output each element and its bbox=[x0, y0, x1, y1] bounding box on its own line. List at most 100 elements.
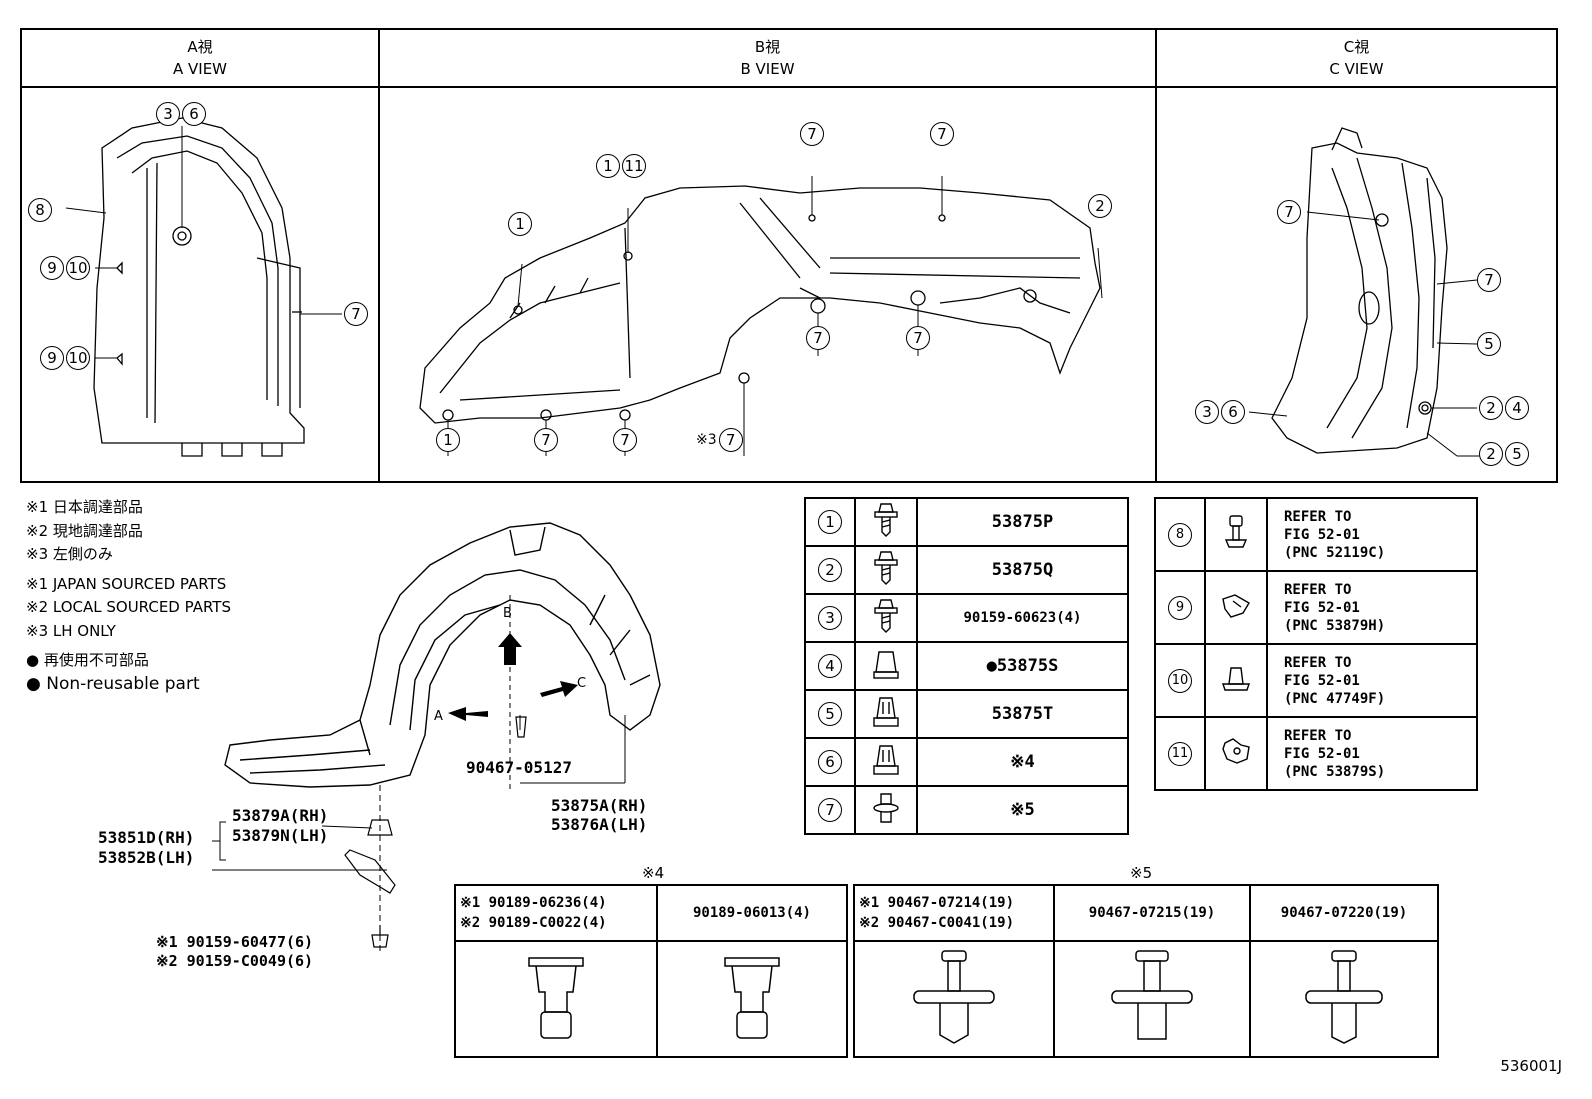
b-view-drawing bbox=[419, 176, 1103, 456]
callout-circle: 10 bbox=[66, 256, 90, 280]
b-view-callout-7-bottom-1: 7 bbox=[534, 428, 558, 452]
nut-rh-part-number: 53879A(RH) bbox=[232, 806, 329, 825]
note-jp-3: ※3 左側のみ bbox=[26, 545, 113, 563]
c-view-header: C視 C VIEW bbox=[1157, 30, 1556, 88]
parts-no-cell: 6 bbox=[804, 737, 856, 787]
parts-no-cell: 8 bbox=[1154, 497, 1206, 572]
liner-rh-part-number: 53875A(RH) bbox=[551, 796, 648, 815]
callout-circle: 3 bbox=[1195, 400, 1219, 424]
c-view-callout-7-upper: 7 bbox=[1277, 200, 1301, 224]
fender-liner-drawing bbox=[224, 522, 661, 955]
notes-legend: ※1 日本調達部品 ※2 現地調達部品 ※3 左側のみ ※1 JAPAN SOU… bbox=[26, 496, 231, 696]
callout-circle: 11 bbox=[1168, 741, 1192, 766]
parts-row: 1 53875P bbox=[804, 497, 1129, 547]
b-view-callout-7-mid-left: 7 bbox=[806, 326, 830, 350]
reference-line-3: (PNC 53879S) bbox=[1284, 763, 1386, 780]
note-en-3: ※3 LH ONLY bbox=[26, 621, 116, 640]
screw-jp-part-number: ※1 90159-60477(6) bbox=[156, 933, 314, 951]
callout-circle: 7 bbox=[718, 428, 743, 452]
parts-icon-cell bbox=[1204, 716, 1268, 791]
note4-col1-header: ※1 90189-06236(4) ※2 90189-C0022(4) bbox=[454, 884, 658, 942]
grommet-icon bbox=[1224, 514, 1248, 548]
parts-no-cell: 9 bbox=[1154, 570, 1206, 645]
reference-line-3: (PNC 53879H) bbox=[1284, 617, 1386, 634]
callout-circle: 6 bbox=[818, 750, 842, 774]
a-view-callout-8: 8 bbox=[28, 198, 52, 222]
callout-circle: 7 bbox=[806, 326, 830, 350]
bracket-rh-part-number: 53851D(RH) bbox=[98, 828, 195, 847]
callout-circle: 9 bbox=[40, 346, 64, 370]
c-view-title-jp: C視 bbox=[1343, 38, 1370, 56]
a-view-title-en: A VIEW bbox=[172, 60, 228, 78]
c-view-title-en: C VIEW bbox=[1329, 60, 1384, 78]
parts-no-cell: 11 bbox=[1154, 716, 1206, 791]
arrow-label-b: B bbox=[503, 606, 512, 621]
c-view-drawing bbox=[1248, 127, 1479, 457]
callout-circle: 6 bbox=[1221, 400, 1245, 424]
callout-circle: 7 bbox=[930, 122, 954, 146]
nut-icon bbox=[873, 651, 899, 679]
note5-col3-header: 90467-07220(19) bbox=[1249, 884, 1439, 942]
parts-row: 5 53875T bbox=[804, 689, 1129, 739]
parts-icon-cell bbox=[854, 545, 918, 595]
callout-circle: 4 bbox=[1505, 396, 1529, 420]
screw-icon bbox=[874, 599, 898, 633]
note-jp-1: ※1 日本調達部品 bbox=[26, 498, 143, 516]
arrow-label-a: A bbox=[434, 709, 443, 724]
a-view-drawing bbox=[65, 117, 342, 457]
note5-col1-line1: ※1 90467-07214(19) bbox=[859, 895, 1015, 911]
parts-number-cell: 90159-60623(4) bbox=[916, 593, 1129, 643]
callout-circle: 1 bbox=[596, 154, 620, 178]
b-view-callout-1-lower: 1 bbox=[436, 428, 460, 452]
reference-line-2: FIG 52-01 bbox=[1284, 745, 1360, 762]
clip-part-number: 90467-05127 bbox=[466, 758, 572, 777]
callout-circle: 5 bbox=[1505, 442, 1529, 466]
parts-number-cell: 53875T bbox=[916, 689, 1129, 739]
parts-icon-cell bbox=[854, 785, 918, 835]
clip-icon bbox=[1222, 666, 1250, 691]
reference-line-1: REFER TO bbox=[1284, 508, 1352, 525]
parts-no-cell: 4 bbox=[804, 641, 856, 691]
b-view-callout-7-bottom-2: 7 bbox=[613, 428, 637, 452]
callout-circle: 1 bbox=[508, 212, 532, 236]
note-nonreusable-jp: ● 再使用不可部品 bbox=[26, 651, 149, 669]
b-view-panel: B視 B VIEW bbox=[380, 30, 1157, 481]
note-en-1: ※1 JAPAN SOURCED PARTS bbox=[26, 574, 227, 593]
callout-circle: 7 bbox=[1477, 268, 1501, 292]
note4-col2-header: 90189-06013(4) bbox=[656, 884, 848, 942]
callout-circle: 2 bbox=[1479, 442, 1503, 466]
parts-number-cell: 53875P bbox=[916, 497, 1129, 547]
bracket-leader-lines bbox=[212, 821, 387, 871]
parts-number-cell: ●53875S bbox=[916, 641, 1129, 691]
c-view-panel: C視 C VIEW 7 bbox=[1157, 30, 1556, 481]
parts-no-cell: 7 bbox=[804, 785, 856, 835]
note4-table: ※1 90189-06236(4) ※2 90189-C0022(4) 9018… bbox=[454, 884, 848, 1058]
note4-col2-image bbox=[656, 940, 848, 1058]
callout-circle: 10 bbox=[66, 346, 90, 370]
callout-circle: 3 bbox=[818, 606, 842, 630]
reference-line-2: FIG 52-01 bbox=[1284, 526, 1360, 543]
callout-circle: 5 bbox=[818, 702, 842, 726]
screw-icon bbox=[874, 503, 898, 537]
note-en-2: ※2 LOCAL SOURCED PARTS bbox=[26, 598, 231, 616]
callout-circle: 7 bbox=[344, 302, 368, 326]
parts-icon-cell bbox=[1204, 570, 1268, 645]
clip-nut-icon bbox=[1222, 737, 1250, 764]
parts-icon-cell bbox=[1204, 643, 1268, 718]
callout-circle: 7 bbox=[1277, 200, 1301, 224]
clip-icon bbox=[873, 745, 899, 775]
reference-line-2: FIG 52-01 bbox=[1284, 599, 1360, 616]
parts-no-cell: 1 bbox=[804, 497, 856, 547]
note5-col1-image bbox=[853, 940, 1055, 1058]
callout-circle: 7 bbox=[613, 428, 637, 452]
